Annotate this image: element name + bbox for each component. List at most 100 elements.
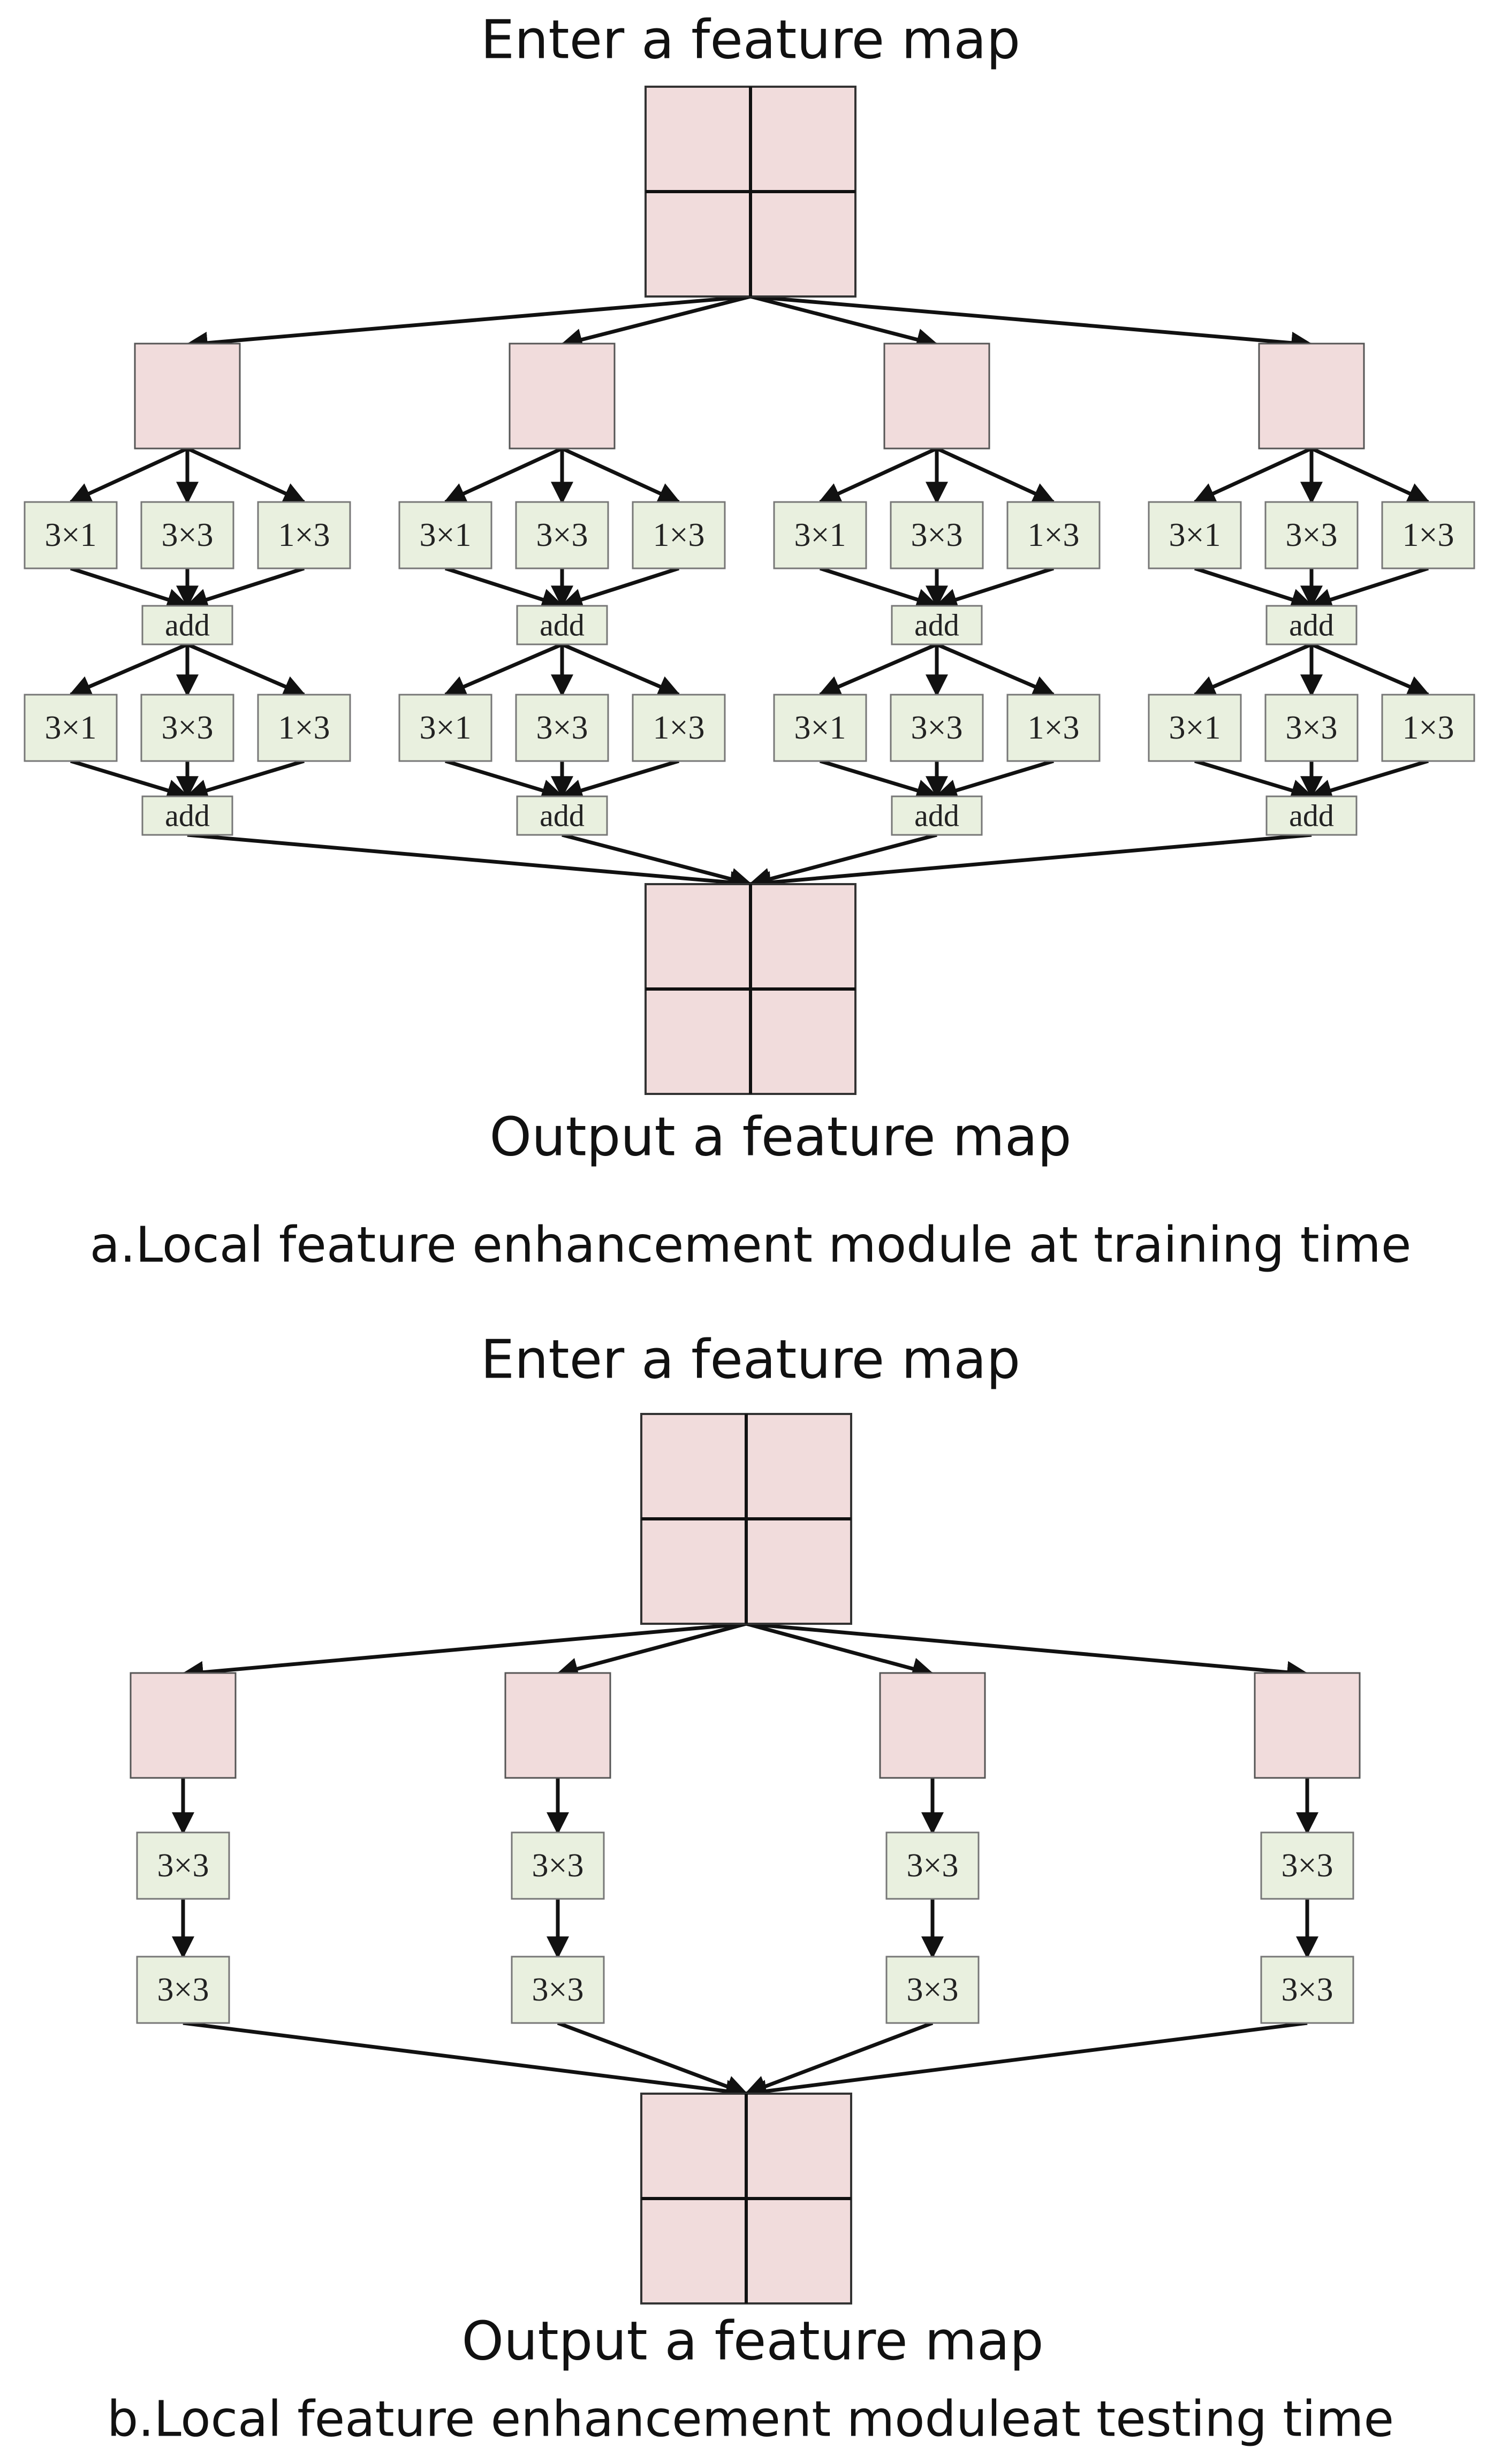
panel-a-branch-2-arrow-to-op1-1 xyxy=(443,446,563,504)
panel-a-branch-4-op2-2-label: 3×3 xyxy=(1286,710,1338,746)
panel-b-branch-2-arrow-to-output xyxy=(557,2021,748,2097)
panel-a-branch-1-arrow-to-op2-3 xyxy=(186,642,306,697)
panel-a-branch-1-op1-3-label: 1×3 xyxy=(278,517,330,553)
panel-b-branch-2-op-1: 3×3 xyxy=(511,1831,605,1900)
panel-a-branch-2-op1-2: 3×3 xyxy=(515,501,609,569)
panel-b-branch-1-op-2: 3×3 xyxy=(136,1956,230,2024)
panel-a-branch-1-arrow-to-add1-1 xyxy=(70,566,189,611)
panel-a-branch-1-arrow-to-op2-1 xyxy=(69,642,188,697)
panel-a-branch-4-op1-1: 3×1 xyxy=(1148,501,1242,569)
panel-a-branch-1-add-2-label: add xyxy=(165,798,210,833)
panel-a-branch-3-arrow-to-add1-1 xyxy=(819,566,939,611)
panel-b-branch-3-op-1-label: 3×3 xyxy=(907,1847,959,1884)
panel-a-branch-1-arrow-to-op1-1 xyxy=(69,446,188,504)
panel-a-branch-4-arrow-to-add2-1 xyxy=(1194,759,1314,802)
panel-b-output-title: Output a feature map xyxy=(461,2310,1043,2372)
panel-a-branch-3-add-2: add xyxy=(891,795,983,836)
panel-a-branch-3-arrow-to-output xyxy=(748,833,937,890)
panel-a-branch-3-arrow-to-op1-3 xyxy=(936,446,1056,504)
panel-b-branch-1-op-1: 3×3 xyxy=(136,1831,230,1900)
panel-b-arrow-to-branch-4 xyxy=(746,1622,1310,1684)
panel-b-branch-2-feature-map xyxy=(504,1672,611,1779)
panel-a-branch-4-op1-2-label: 3×3 xyxy=(1286,517,1338,553)
panel-b-input-feature-map xyxy=(640,1413,852,1625)
panel-a-branch-4-op2-3: 1×3 xyxy=(1381,694,1475,762)
panel-a-branch-3-arrow-to-add2-1 xyxy=(819,759,939,802)
panel-a-branch-2-add-1: add xyxy=(516,605,608,645)
panel-a-branch-1-arrow-to-op1-3 xyxy=(186,446,306,504)
panel-a-branch-3-op1-1-label: 3×1 xyxy=(794,517,846,553)
panel-b-branch-1-op-2-label: 3×3 xyxy=(157,1972,209,2008)
panel-a-branch-4-feature-map xyxy=(1258,343,1365,450)
panel-b-branch-2-op-2: 3×3 xyxy=(511,1956,605,2024)
panel-a-branch-4-arrow-to-op2-3 xyxy=(1310,642,1430,697)
panel-a-branch-4-add-1: add xyxy=(1265,605,1358,645)
panel-a-branch-4-op2-3-label: 1×3 xyxy=(1403,710,1454,746)
panel-a-branch-2-add-2: add xyxy=(516,795,608,836)
panel-a-branch-1-feature-map xyxy=(134,343,241,450)
panel-b-branch-4-feature-map xyxy=(1254,1672,1361,1779)
panel-a-branch-4-arrow-to-add1-3 xyxy=(1309,566,1429,611)
panel-a-input-feature-map xyxy=(645,86,856,298)
panel-a-branch-3-op1-1: 3×1 xyxy=(773,501,867,569)
panel-b-branch-2-op-1-label: 3×3 xyxy=(532,1847,584,1884)
panel-a-branch-4-add-2-label: add xyxy=(1289,798,1334,833)
panel-b-branch-3-op-1: 3×3 xyxy=(885,1831,980,1900)
panel-a-branch-4-arrow-to-op1-1 xyxy=(1193,446,1313,504)
panel-a-branch-2-arrow-to-add2-1 xyxy=(444,759,565,802)
panel-a-branch-4-op2-2: 3×3 xyxy=(1264,694,1359,762)
panel-a-branch-1-add-1: add xyxy=(141,605,233,645)
panel-a-branch-1-op1-1: 3×1 xyxy=(24,501,118,569)
panel-a-branch-2-op1-1: 3×1 xyxy=(398,501,492,569)
panel-a-branch-4-arrow-to-output xyxy=(748,833,1312,894)
panel-a-output-feature-map xyxy=(645,883,856,1095)
panel-b-branch-4-op-2-label: 3×3 xyxy=(1282,1972,1333,2008)
panel-a-branch-3-arrow-to-op2-3 xyxy=(936,642,1056,697)
panel-a-branch-1-arrow-to-add2-3 xyxy=(185,759,305,802)
panel-a-branch-3-op1-2: 3×3 xyxy=(890,501,984,569)
panel-a-output-title: Output a feature map xyxy=(489,1106,1071,1168)
panel-a-branch-3-arrow-to-add1-3 xyxy=(935,566,1055,611)
panel-a-branch-4-arrow-to-op2-1 xyxy=(1193,642,1313,697)
panel-a-branch-3-op2-3: 1×3 xyxy=(1006,694,1101,762)
panel-b-output-feature-map xyxy=(640,2093,852,2305)
panel-a-branch-2-arrow-to-add1-3 xyxy=(560,566,680,611)
panel-a-branch-1-op2-1: 3×1 xyxy=(24,694,118,762)
panel-b-branch-3-op-2: 3×3 xyxy=(885,1956,980,2024)
panel-a-branch-3-op1-2-label: 3×3 xyxy=(911,517,963,553)
panel-a-branch-3-op2-1: 3×1 xyxy=(773,694,867,762)
panel-a-branch-2-op2-1: 3×1 xyxy=(398,694,492,762)
panel-a-branch-4-arrow-to-add2-3 xyxy=(1309,759,1429,802)
panel-a-branch-1-add-1-label: add xyxy=(165,608,210,643)
panel-a-branch-1-op2-3-label: 1×3 xyxy=(278,710,330,746)
panel-a-branch-2-op2-3: 1×3 xyxy=(632,694,726,762)
panel-a-branch-2-arrow-to-add2-3 xyxy=(559,759,680,802)
panel-a-branch-3-op2-2: 3×3 xyxy=(890,694,984,762)
panel-a-branch-2-arrow-to-op1-3 xyxy=(561,446,681,504)
panel-a-branch-2-op2-2-label: 3×3 xyxy=(536,710,588,746)
panel-a-branch-3-arrow-to-add2-3 xyxy=(934,759,1055,802)
panel-a-branch-2-feature-map xyxy=(509,343,616,450)
panel-a-branch-1-op2-2: 3×3 xyxy=(140,694,234,762)
panel-b-caption: b.Local feature enhancement moduleat tes… xyxy=(107,2391,1394,2448)
panel-b-branch-3-arrow-to-output xyxy=(744,2021,934,2097)
panel-a-branch-2-arrow-to-add1-1 xyxy=(444,566,564,611)
panel-b-branch-2-op-2-label: 3×3 xyxy=(532,1972,584,2008)
panel-a-branch-1-arrow-to-add1-3 xyxy=(185,566,305,611)
panel-a-input-title: Enter a feature map xyxy=(481,9,1020,71)
panel-b-arrow-to-branch-1 xyxy=(180,1622,747,1684)
panel-a-branch-3-feature-map xyxy=(883,343,990,450)
panel-a-branch-3-op2-1-label: 3×1 xyxy=(794,710,846,746)
panel-a-branch-2-op1-1-label: 3×1 xyxy=(420,517,472,553)
panel-a-branch-3-op1-3-label: 1×3 xyxy=(1028,517,1080,553)
panel-b-branch-4-op-1: 3×3 xyxy=(1260,1831,1354,1900)
panel-a-branch-2-op1-3-label: 1×3 xyxy=(653,517,705,553)
panel-a-branch-1-arrow-to-add2-1 xyxy=(70,759,190,802)
panel-a-branch-1-op1-2: 3×3 xyxy=(140,501,234,569)
panel-b-branch-4-op-1-label: 3×3 xyxy=(1282,1847,1333,1884)
panel-a-branch-3-add-1-label: add xyxy=(914,608,959,643)
panel-a-branch-4-arrow-to-op1-3 xyxy=(1310,446,1430,504)
panel-a-branch-4-op1-3-label: 1×3 xyxy=(1403,517,1454,553)
panel-b-branch-4-op-2: 3×3 xyxy=(1260,1956,1354,2024)
panel-b-branch-1-feature-map xyxy=(130,1672,237,1779)
